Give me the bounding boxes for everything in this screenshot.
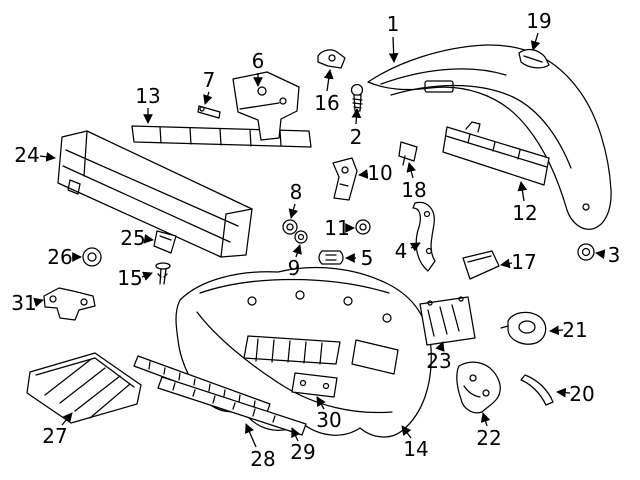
callout-label-2[interactable]: 2 xyxy=(350,125,363,149)
callout-label-19[interactable]: 19 xyxy=(526,9,551,33)
part-15-push-clip-drawing xyxy=(155,262,171,285)
callout-arrow-15 xyxy=(141,271,153,281)
callout-arrow-8 xyxy=(288,203,299,219)
callout-label-27[interactable]: 27 xyxy=(42,424,67,448)
callout-label-15[interactable]: 15 xyxy=(117,266,142,290)
callout-label-4[interactable]: 4 xyxy=(395,239,408,263)
callout-label-11[interactable]: 11 xyxy=(324,216,349,240)
callout-label-17[interactable]: 17 xyxy=(511,250,536,274)
callout-arrow-19 xyxy=(530,32,541,51)
part-30-center-bracket-drawing xyxy=(291,372,338,398)
part-3-grommet-drawing xyxy=(577,243,595,261)
callout-label-20[interactable]: 20 xyxy=(569,382,594,406)
part-24-impact-bar-drawing xyxy=(57,130,253,258)
callout-arrow-20 xyxy=(556,387,571,398)
parts-layer xyxy=(26,44,612,438)
part-11-nut-drawing xyxy=(355,219,371,235)
part-8-grommet-drawing xyxy=(282,219,298,235)
part-6-mount-bracket-drawing xyxy=(232,71,300,141)
part-16-clip-bracket-drawing xyxy=(317,49,346,69)
callout-label-24[interactable]: 24 xyxy=(14,143,39,167)
part-12-reinforcement-bar-drawing xyxy=(442,121,550,186)
part-17-guide-bracket-drawing xyxy=(462,250,500,280)
callout-arrow-17 xyxy=(500,258,513,269)
callout-label-9[interactable]: 9 xyxy=(288,256,301,280)
part-7-pin-drawing xyxy=(197,105,221,119)
callout-label-25[interactable]: 25 xyxy=(120,226,145,250)
callout-label-7[interactable]: 7 xyxy=(203,68,216,92)
callout-arrow-4 xyxy=(409,242,421,252)
callout-arrow-30 xyxy=(316,396,326,410)
callout-arrow-7 xyxy=(203,91,213,105)
callout-label-5[interactable]: 5 xyxy=(361,246,374,270)
callout-arrow-28 xyxy=(245,423,257,448)
callout-label-13[interactable]: 13 xyxy=(135,84,160,108)
callout-label-1[interactable]: 1 xyxy=(387,12,400,36)
callout-arrow-29 xyxy=(291,427,301,442)
callout-label-22[interactable]: 22 xyxy=(476,426,501,450)
callout-layer: 1234567891011121314151617181920212223242… xyxy=(11,9,620,471)
callout-arrow-2 xyxy=(351,108,362,125)
callout-label-10[interactable]: 10 xyxy=(367,161,392,185)
callout-label-31[interactable]: 31 xyxy=(11,291,36,315)
callout-label-30[interactable]: 30 xyxy=(316,408,341,432)
part-14-lower-bumper-cover-drawing xyxy=(175,266,432,438)
part-9-grommet-drawing xyxy=(294,230,308,244)
callout-arrow-18 xyxy=(406,162,416,179)
part-13-energy-absorber-drawing xyxy=(131,125,312,148)
part-28-trim-strip-drawing xyxy=(133,355,271,416)
callout-arrow-9 xyxy=(292,244,302,258)
part-23-license-plate-bracket-drawing xyxy=(419,296,476,346)
callout-label-23[interactable]: 23 xyxy=(426,349,451,373)
part-25-cap-clip-drawing xyxy=(153,230,177,254)
part-1-bumper-cover-drawing xyxy=(367,44,612,230)
callout-arrow-21 xyxy=(549,325,564,336)
callout-label-3[interactable]: 3 xyxy=(608,243,621,267)
callout-arrow-22 xyxy=(480,412,491,427)
callout-arrow-3 xyxy=(595,249,606,260)
part-31-corner-bracket-drawing xyxy=(43,287,96,321)
part-10-bracket-drawing xyxy=(332,157,358,201)
part-4-side-bracket-drawing xyxy=(412,201,436,272)
callout-arrow-16 xyxy=(323,69,334,92)
part-5-clip-drawing xyxy=(318,250,344,265)
callout-label-18[interactable]: 18 xyxy=(401,178,426,202)
callout-label-14[interactable]: 14 xyxy=(403,437,428,461)
callout-label-6[interactable]: 6 xyxy=(252,49,265,73)
callout-arrow-27 xyxy=(61,412,73,426)
part-27-diffuser-panel-drawing xyxy=(26,352,142,424)
callout-arrow-24 xyxy=(39,152,56,162)
callout-arrow-25 xyxy=(143,233,154,244)
callout-arrow-23 xyxy=(435,341,445,352)
part-19-corner-bracket-drawing xyxy=(518,48,550,69)
callout-label-29[interactable]: 29 xyxy=(290,440,315,464)
part-21-sensor-housing-drawing xyxy=(500,311,547,345)
part-22-mount-bracket-drawing xyxy=(456,361,501,414)
callout-label-28[interactable]: 28 xyxy=(250,447,275,471)
part-26-grommet-drawing xyxy=(82,247,102,267)
callout-label-26[interactable]: 26 xyxy=(47,245,72,269)
part-29-trim-strip-drawing xyxy=(157,376,307,436)
part-2-screw-drawing xyxy=(350,83,364,112)
part-20-trim-strip-drawing xyxy=(520,374,554,406)
part-18-clip-drawing xyxy=(398,141,418,166)
callout-label-12[interactable]: 12 xyxy=(512,201,537,225)
callout-arrow-14 xyxy=(401,425,412,439)
callout-arrow-10 xyxy=(358,169,369,179)
callout-arrow-31 xyxy=(33,297,44,308)
callout-label-16[interactable]: 16 xyxy=(314,91,339,115)
callout-label-21[interactable]: 21 xyxy=(562,318,587,342)
callout-label-8[interactable]: 8 xyxy=(290,180,303,204)
callout-arrow-1 xyxy=(388,36,399,63)
callout-arrow-12 xyxy=(517,181,528,202)
